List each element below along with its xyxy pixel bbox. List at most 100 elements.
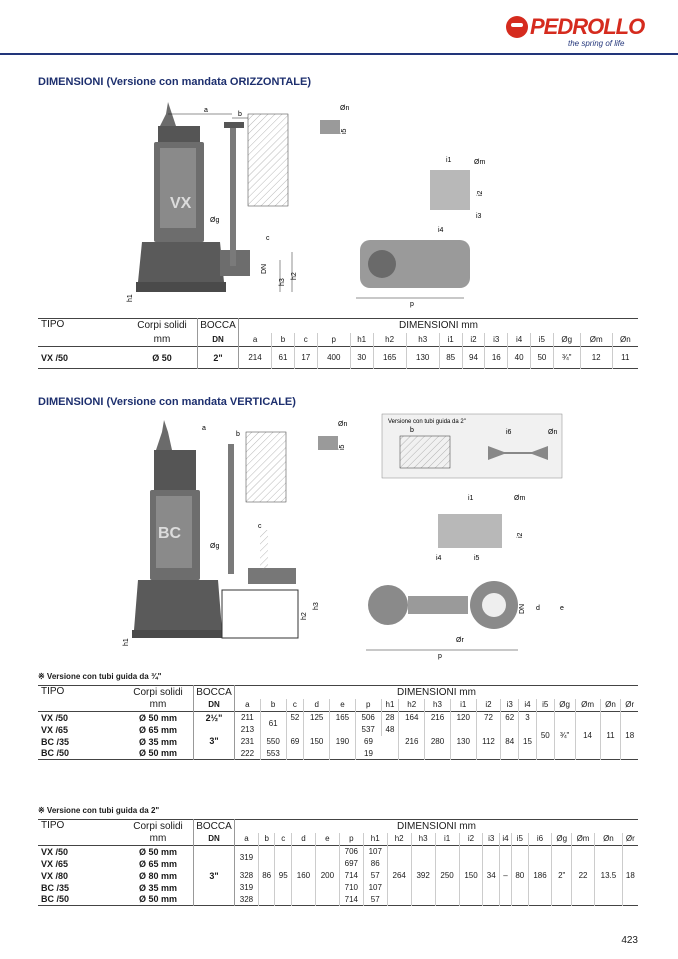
col-header: i3: [482, 832, 500, 846]
dim-label-or: Ør: [456, 637, 464, 644]
cell-corpi: Ø 35 mm: [138, 736, 178, 747]
dim-label-i3: i3: [476, 213, 482, 220]
table-row: BC /35 Ø 35 mm 231 550 69: [38, 735, 638, 748]
cell-value: 165: [372, 346, 407, 369]
cell-value: 130: [405, 346, 440, 369]
col-header: i4: [518, 698, 537, 712]
cell-value: 186: [527, 845, 552, 906]
cell-corpi: Ø 50 mm: [138, 894, 178, 905]
dim-label-i1: i1: [468, 495, 474, 502]
cell-value: 72: [475, 711, 501, 724]
col-header: i2: [475, 698, 501, 712]
col-header: h1: [380, 698, 399, 712]
col-header-tipo: TIPO: [41, 686, 65, 697]
cell-value: 17: [293, 346, 318, 369]
cell-value: 319: [234, 845, 259, 870]
col-header: h3: [424, 698, 451, 712]
cell-value: 319: [234, 881, 259, 894]
col-header-og: Øg: [552, 332, 581, 347]
section-title-horizontal: DIMENSIONI (Versione con mandata ORIZZON…: [38, 76, 311, 88]
dim-label-h1: h1: [127, 294, 134, 302]
table-row: VX /65 Ø 65 mm 697 86: [38, 857, 638, 870]
col-header-i5: i5: [530, 332, 554, 347]
col-header-corpi: Corpi solidi: [133, 820, 183, 832]
brand-tagline: the spring of life: [568, 39, 625, 48]
cell-value: 15: [518, 723, 537, 760]
cell-value: 95: [274, 845, 292, 906]
cell-value: 61: [271, 346, 295, 369]
cell-value: 130: [449, 723, 477, 760]
cell-value: 697: [338, 857, 364, 870]
cell-value: 216: [398, 723, 425, 760]
cell-value: 125: [303, 711, 330, 724]
col-header: e: [314, 832, 340, 846]
col-header-dimensioni: DIMENSIONI mm: [234, 685, 638, 699]
dim-label-b: b: [236, 431, 240, 438]
cell-value: 107: [362, 845, 388, 858]
cell-value: 216: [424, 711, 451, 724]
col-header-h3: h3: [405, 332, 440, 347]
cell-value: 69: [354, 735, 382, 748]
col-header-a: a: [237, 332, 272, 347]
cell-value: 52: [285, 711, 304, 724]
cell-value: 80: [511, 845, 529, 906]
cell-value: 13.5: [594, 845, 623, 906]
cell-value: 165: [329, 711, 356, 724]
dim-label-i2: i2: [517, 532, 524, 538]
cell-tipo: BC /50: [41, 748, 70, 759]
cell-value: ¾": [552, 346, 581, 369]
cell-value: 710: [338, 881, 364, 894]
dim-label-a: a: [202, 425, 206, 432]
cell-value: 714: [338, 893, 364, 906]
col-header: i4: [498, 832, 512, 846]
cell-corpi: Ø 50 mm: [138, 846, 178, 857]
dim-label-dn: DN: [261, 264, 268, 274]
cell-value: 537: [354, 723, 382, 736]
dim-label-e: e: [560, 605, 564, 612]
col-header-dimensioni: DIMENSIONI mm: [234, 819, 638, 833]
pump-body-bc: [132, 420, 299, 639]
cell-value: 3: [518, 711, 537, 724]
dim-label-og: Øg: [210, 217, 219, 224]
col-header: c: [274, 832, 292, 846]
col-header: Øm: [570, 832, 595, 846]
header-rule: [0, 53, 678, 55]
dim-label-p: p: [410, 301, 414, 308]
table-vertical-2: TIPO Corpi solidi BOCCA DIMENSIONI mm mm…: [38, 819, 638, 906]
table-horizontal: TIPO Corpi solidi BOCCA DIMENSIONI mm mm…: [38, 318, 638, 369]
col-header: i1: [434, 832, 460, 846]
dim-label-a: a: [204, 107, 208, 114]
col-header: b: [257, 832, 275, 846]
dim-label-d: d: [536, 605, 540, 612]
dim-label-i5: i5: [339, 444, 346, 450]
cell-value: 34: [482, 845, 500, 906]
dim-label-h1: h1: [123, 638, 130, 646]
cell-corpi: Ø 50 mm: [138, 712, 178, 723]
col-header-corpi-unit: mm: [153, 333, 171, 345]
cell-value: 112: [475, 723, 501, 760]
cell-tipo: VX /80: [41, 870, 69, 881]
dim-label-b: b: [238, 111, 242, 118]
pump-label-vx: VX: [170, 195, 192, 212]
cell-value: 30: [349, 346, 374, 369]
col-header-bocca: BOCCA: [193, 819, 235, 833]
col-header: b: [259, 698, 287, 712]
dim-label-h3: h3: [279, 278, 286, 286]
col-header-h1: h1: [349, 332, 374, 347]
col-header: p: [354, 698, 382, 712]
cell-value: 86: [362, 857, 388, 870]
cell-bocca: 3": [193, 723, 235, 760]
col-header: Øg: [553, 698, 576, 712]
cell-bocca: 2½": [193, 711, 235, 724]
col-header: e: [329, 698, 356, 712]
col-header: i5: [535, 698, 555, 712]
cell-value: 264: [386, 845, 412, 906]
cell-value: 40: [507, 346, 531, 369]
col-header-corpi-unit: mm: [149, 699, 167, 711]
col-header: i6: [527, 832, 552, 846]
col-header: a: [234, 698, 261, 712]
col-header: i2: [458, 832, 483, 846]
table-note-3-4: ※ Versione con tubi guida da ¾": [38, 672, 162, 681]
col-header-h2: h2: [372, 332, 407, 347]
cell-value: 506: [354, 711, 382, 724]
